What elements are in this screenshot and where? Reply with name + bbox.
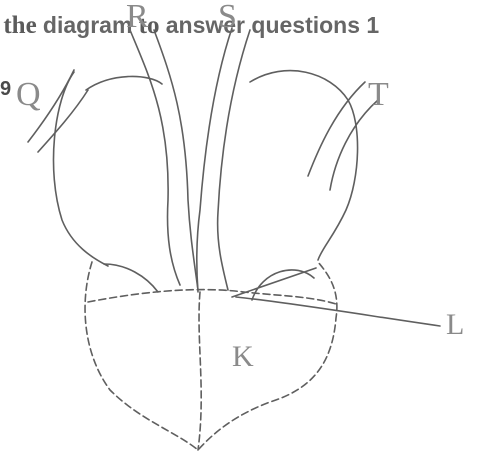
right-atrium	[250, 71, 358, 260]
label-l: L	[446, 308, 464, 342]
instruction-part-5: questions 1	[245, 12, 379, 38]
instruction-part-1: e the	[0, 12, 43, 39]
vessel-r	[130, 30, 198, 290]
instruction-part-2: diagram	[43, 12, 132, 38]
vessel-s	[197, 28, 250, 292]
septum-line	[198, 292, 201, 450]
left-atrium	[53, 72, 162, 266]
instruction-text: e the diagram to answer questions 1	[0, 12, 478, 52]
label-k: K	[232, 340, 254, 374]
label-r: R	[126, 0, 149, 34]
label-q: Q	[16, 78, 41, 112]
label-s: S	[218, 0, 237, 34]
pointer-l	[236, 297, 440, 326]
label-t: T	[368, 78, 389, 112]
groove-line	[88, 290, 336, 304]
left-atrium-lower	[104, 264, 158, 292]
